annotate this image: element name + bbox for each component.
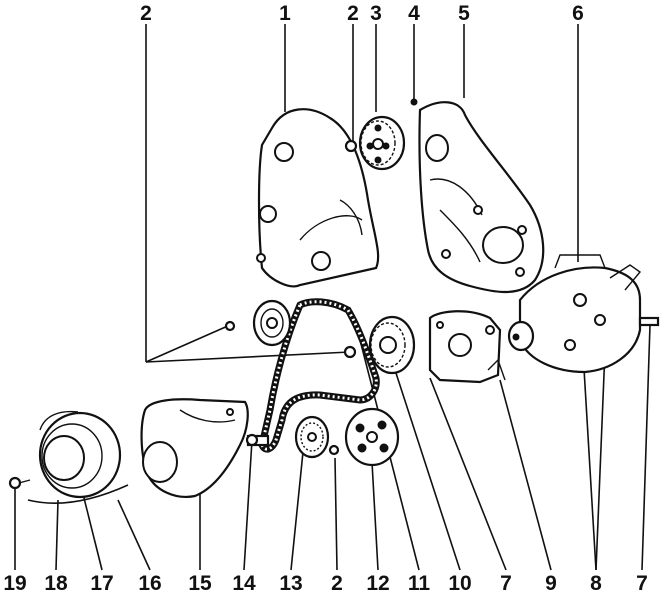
callout-bottom-11: 10 — [448, 572, 471, 595]
callout-bottom-9: 12 — [366, 572, 389, 595]
callout-top-1: 2 — [140, 2, 152, 25]
callout-top-7: 6 — [572, 2, 584, 25]
bolt — [410, 98, 418, 106]
tensioner-pulley — [224, 299, 357, 359]
callout-bottom-4: 16 — [138, 572, 161, 595]
timing-belt — [258, 298, 380, 453]
callout-bottom-10: 11 — [408, 572, 431, 595]
rear-timing-cover — [418, 101, 545, 293]
callout-bottom-13: 9 — [545, 572, 557, 595]
callout-top-2: 1 — [279, 2, 291, 25]
injection-pump — [507, 254, 660, 374]
pump-bracket — [428, 310, 506, 384]
callout-bottom-14: 8 — [590, 572, 602, 595]
callout-bottom-2: 18 — [44, 572, 68, 595]
crankshaft-pulley — [27, 410, 129, 504]
crankshaft-sprocket — [294, 415, 340, 459]
callout-bottom-12: 7 — [500, 572, 512, 595]
pump-sprocket — [368, 315, 416, 375]
callout-bottom-1: 19 — [3, 572, 26, 595]
callout-top-4: 3 — [370, 2, 382, 25]
callout-numbers: 2 1 2 3 4 5 6 19 18 17 16 15 14 13 2 12 … — [3, 2, 648, 595]
callout-bottom-3: 17 — [90, 572, 113, 595]
callout-top-3: 2 — [347, 2, 359, 25]
callout-bottom-6: 14 — [232, 572, 256, 595]
callout-top-6: 5 — [458, 2, 470, 25]
idler-pulley — [344, 407, 400, 467]
pulley-bolt — [8, 476, 31, 490]
upper-timing-cover — [256, 108, 380, 288]
callout-bottom-7: 13 — [279, 572, 302, 595]
camshaft-sprocket — [344, 115, 406, 171]
callout-top-5: 4 — [408, 2, 420, 25]
crank-bolt — [245, 433, 270, 447]
lower-timing-cover — [140, 398, 249, 498]
callout-bottom-15: 7 — [636, 572, 648, 595]
callout-bottom-8: 2 — [331, 572, 343, 595]
callout-bottom-5: 15 — [188, 572, 212, 595]
